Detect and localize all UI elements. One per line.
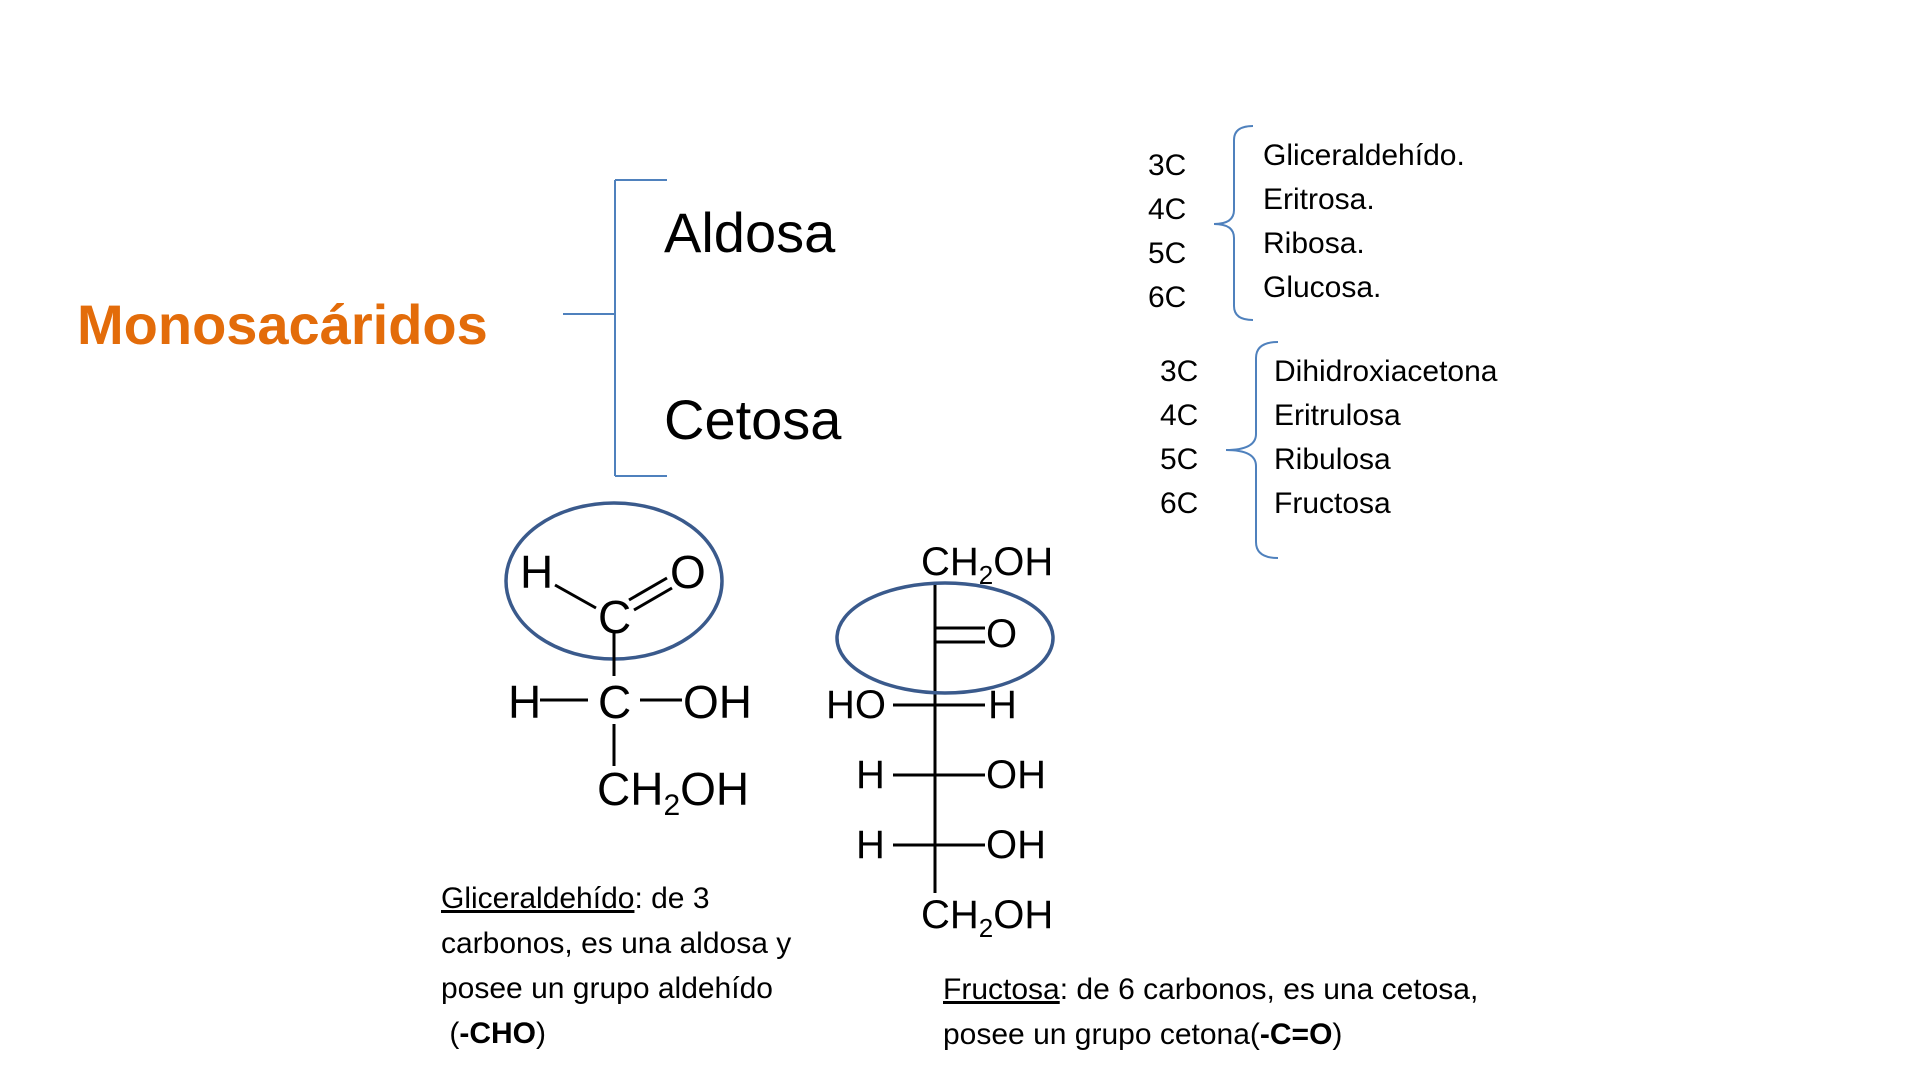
atom-c: C: [598, 591, 632, 643]
sugar-name: Glucosa.: [1263, 271, 1382, 304]
carbon-count: 3C: [1148, 149, 1187, 182]
atom-c: C: [598, 676, 632, 728]
group-ch2oh: CH2OH: [921, 893, 1054, 943]
desc-text: ): [1332, 1018, 1343, 1051]
carbon-count: 4C: [1148, 193, 1187, 226]
group-oh: OH: [986, 823, 1046, 867]
desc-text: : de 6 carbonos, es una cetosa,: [1059, 973, 1479, 1006]
atom-h: H: [856, 753, 885, 797]
branch-cetosa: Cetosa: [664, 388, 842, 451]
sugar-name: Ribosa.: [1263, 227, 1365, 260]
formula-co: -C=O: [1259, 1018, 1333, 1051]
sugar-name: Gliceraldehído.: [1263, 139, 1465, 172]
atom-h: H: [508, 676, 542, 728]
atom-h: H: [520, 546, 554, 598]
cetosa-carbon-list: 3C 4C 5C 6C: [1160, 350, 1198, 526]
atom-h: H: [988, 683, 1017, 727]
aldosa-name-list: Gliceraldehído. Eritrosa. Ribosa. Glucos…: [1263, 134, 1465, 310]
carbon-count: 4C: [1160, 399, 1199, 432]
desc-text: ): [535, 1017, 546, 1050]
fructose-structure: [835, 581, 1055, 893]
group-ch2oh: CH2OH: [921, 540, 1054, 590]
formula-cho: -CHO: [459, 1017, 536, 1050]
group-oh: OH: [683, 676, 752, 728]
sugar-name: Fructosa: [1274, 487, 1391, 520]
sugar-name: Eritrulosa: [1274, 399, 1401, 432]
sugar-name: Eritrosa.: [1263, 183, 1375, 216]
page-title: Monosacáridos: [77, 293, 488, 356]
aldosa-brace: [1213, 125, 1254, 321]
atom-h: H: [856, 823, 885, 867]
term-fructose: Fructosa: [943, 973, 1060, 1006]
sugar-name: Ribulosa: [1274, 443, 1391, 476]
desc-text: (: [441, 1017, 460, 1050]
desc-text: posee un grupo cetona(: [943, 1018, 1260, 1051]
cetosa-brace: [1225, 341, 1279, 559]
desc-text: carbonos, es una aldosa y: [441, 927, 792, 960]
atom-o: O: [986, 612, 1018, 656]
cetosa-name-list: Dihidroxiacetona Eritrulosa Ribulosa Fru…: [1274, 350, 1497, 526]
atom-o: O: [670, 546, 706, 598]
branch-aldosa: Aldosa: [664, 201, 836, 264]
carbon-count: 5C: [1148, 237, 1187, 270]
term-glyceraldehyde: Gliceraldehído: [441, 882, 635, 915]
glyceraldehyde-structure: [504, 501, 724, 766]
glyceraldehyde-description: Gliceraldehído: de 3 carbonos, es una al…: [441, 876, 791, 1056]
group-oh: OH: [986, 753, 1046, 797]
carbon-count: 6C: [1148, 281, 1187, 314]
carbon-count: 6C: [1160, 487, 1199, 520]
carbon-count: 3C: [1160, 355, 1199, 388]
sugar-name: Dihidroxiacetona: [1274, 355, 1498, 388]
desc-text: posee un grupo aldehído: [441, 972, 773, 1005]
main-bracket: [563, 179, 667, 477]
group-ho: HO: [826, 683, 886, 727]
fructose-description: Fructosa: de 6 carbonos, es una cetosa, …: [943, 967, 1478, 1057]
desc-text: : de 3: [634, 882, 710, 915]
aldosa-carbon-list: 3C 4C 5C 6C: [1148, 144, 1186, 320]
carbon-count: 5C: [1160, 443, 1199, 476]
group-ch2oh: CH2OH: [597, 763, 750, 823]
